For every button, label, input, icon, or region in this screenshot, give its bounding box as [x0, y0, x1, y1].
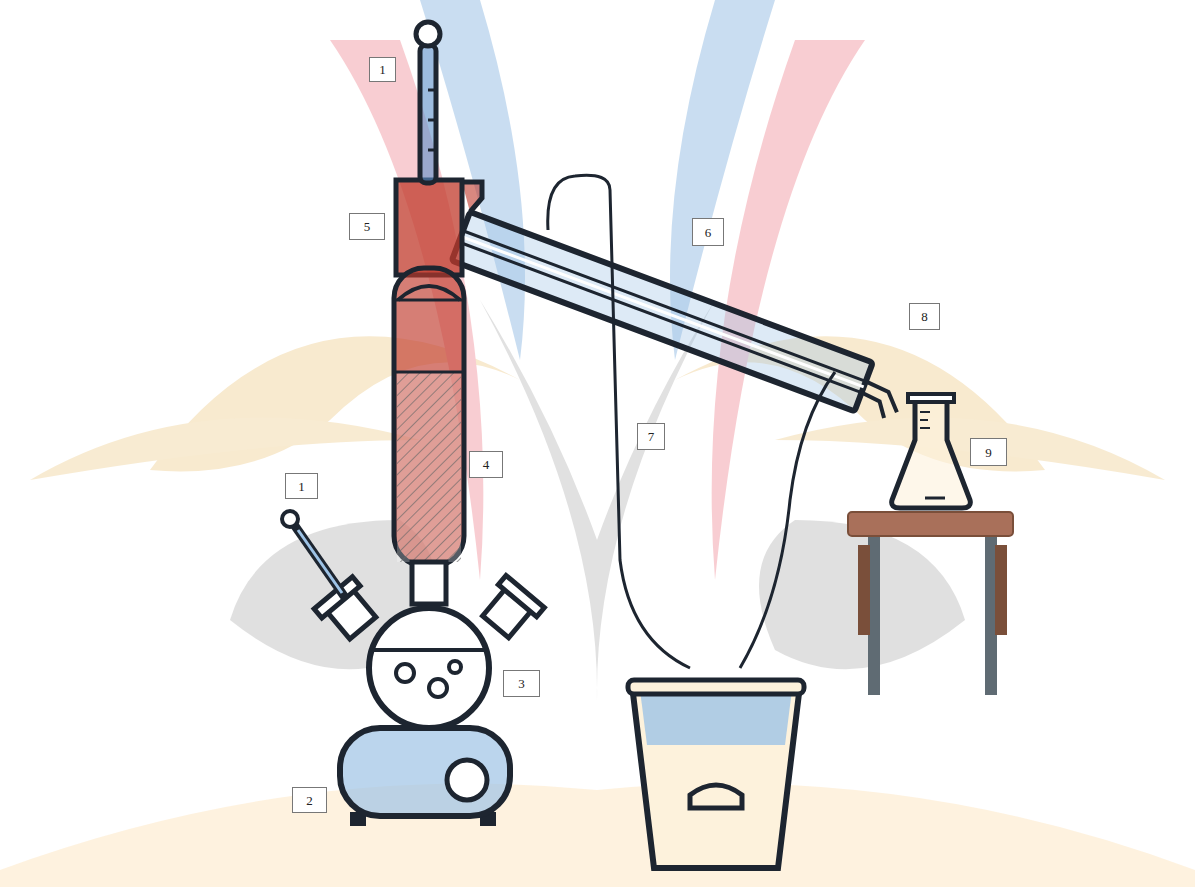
- callout-box: 2: [292, 787, 327, 813]
- heating-mantle: [340, 728, 510, 826]
- callout-box: 1: [369, 57, 396, 82]
- three-neck-flask: [314, 562, 544, 728]
- callout-number: 7: [648, 430, 655, 443]
- callout-box: 3: [503, 670, 540, 697]
- callout-number: 1: [379, 63, 386, 76]
- callout-number: 4: [483, 458, 490, 471]
- callout-box: 5: [349, 213, 385, 240]
- erlenmeyer-flask: [892, 394, 971, 508]
- callout-number: 2: [306, 794, 313, 807]
- water-bucket: [628, 680, 804, 868]
- callout-number: 1: [298, 480, 305, 493]
- callout-number: 6: [705, 226, 712, 239]
- fractionating-column: [394, 180, 464, 566]
- callout-box: 1: [285, 473, 318, 499]
- thermometer: [416, 22, 440, 183]
- callout-number: 8: [921, 310, 928, 323]
- stool: [848, 512, 1013, 695]
- callout-number: 3: [518, 677, 525, 690]
- callout-box: 6: [692, 218, 724, 246]
- callout-number: 9: [985, 446, 992, 459]
- callout-box: 8: [909, 303, 940, 330]
- callout-box: 4: [469, 451, 503, 478]
- water-hose: [740, 372, 835, 668]
- water-hose: [548, 175, 690, 668]
- callout-box: 7: [637, 423, 665, 450]
- condenser: [452, 212, 910, 425]
- thermometer: [282, 511, 344, 596]
- callout-box: 9: [970, 438, 1007, 466]
- callout-number: 5: [364, 220, 371, 233]
